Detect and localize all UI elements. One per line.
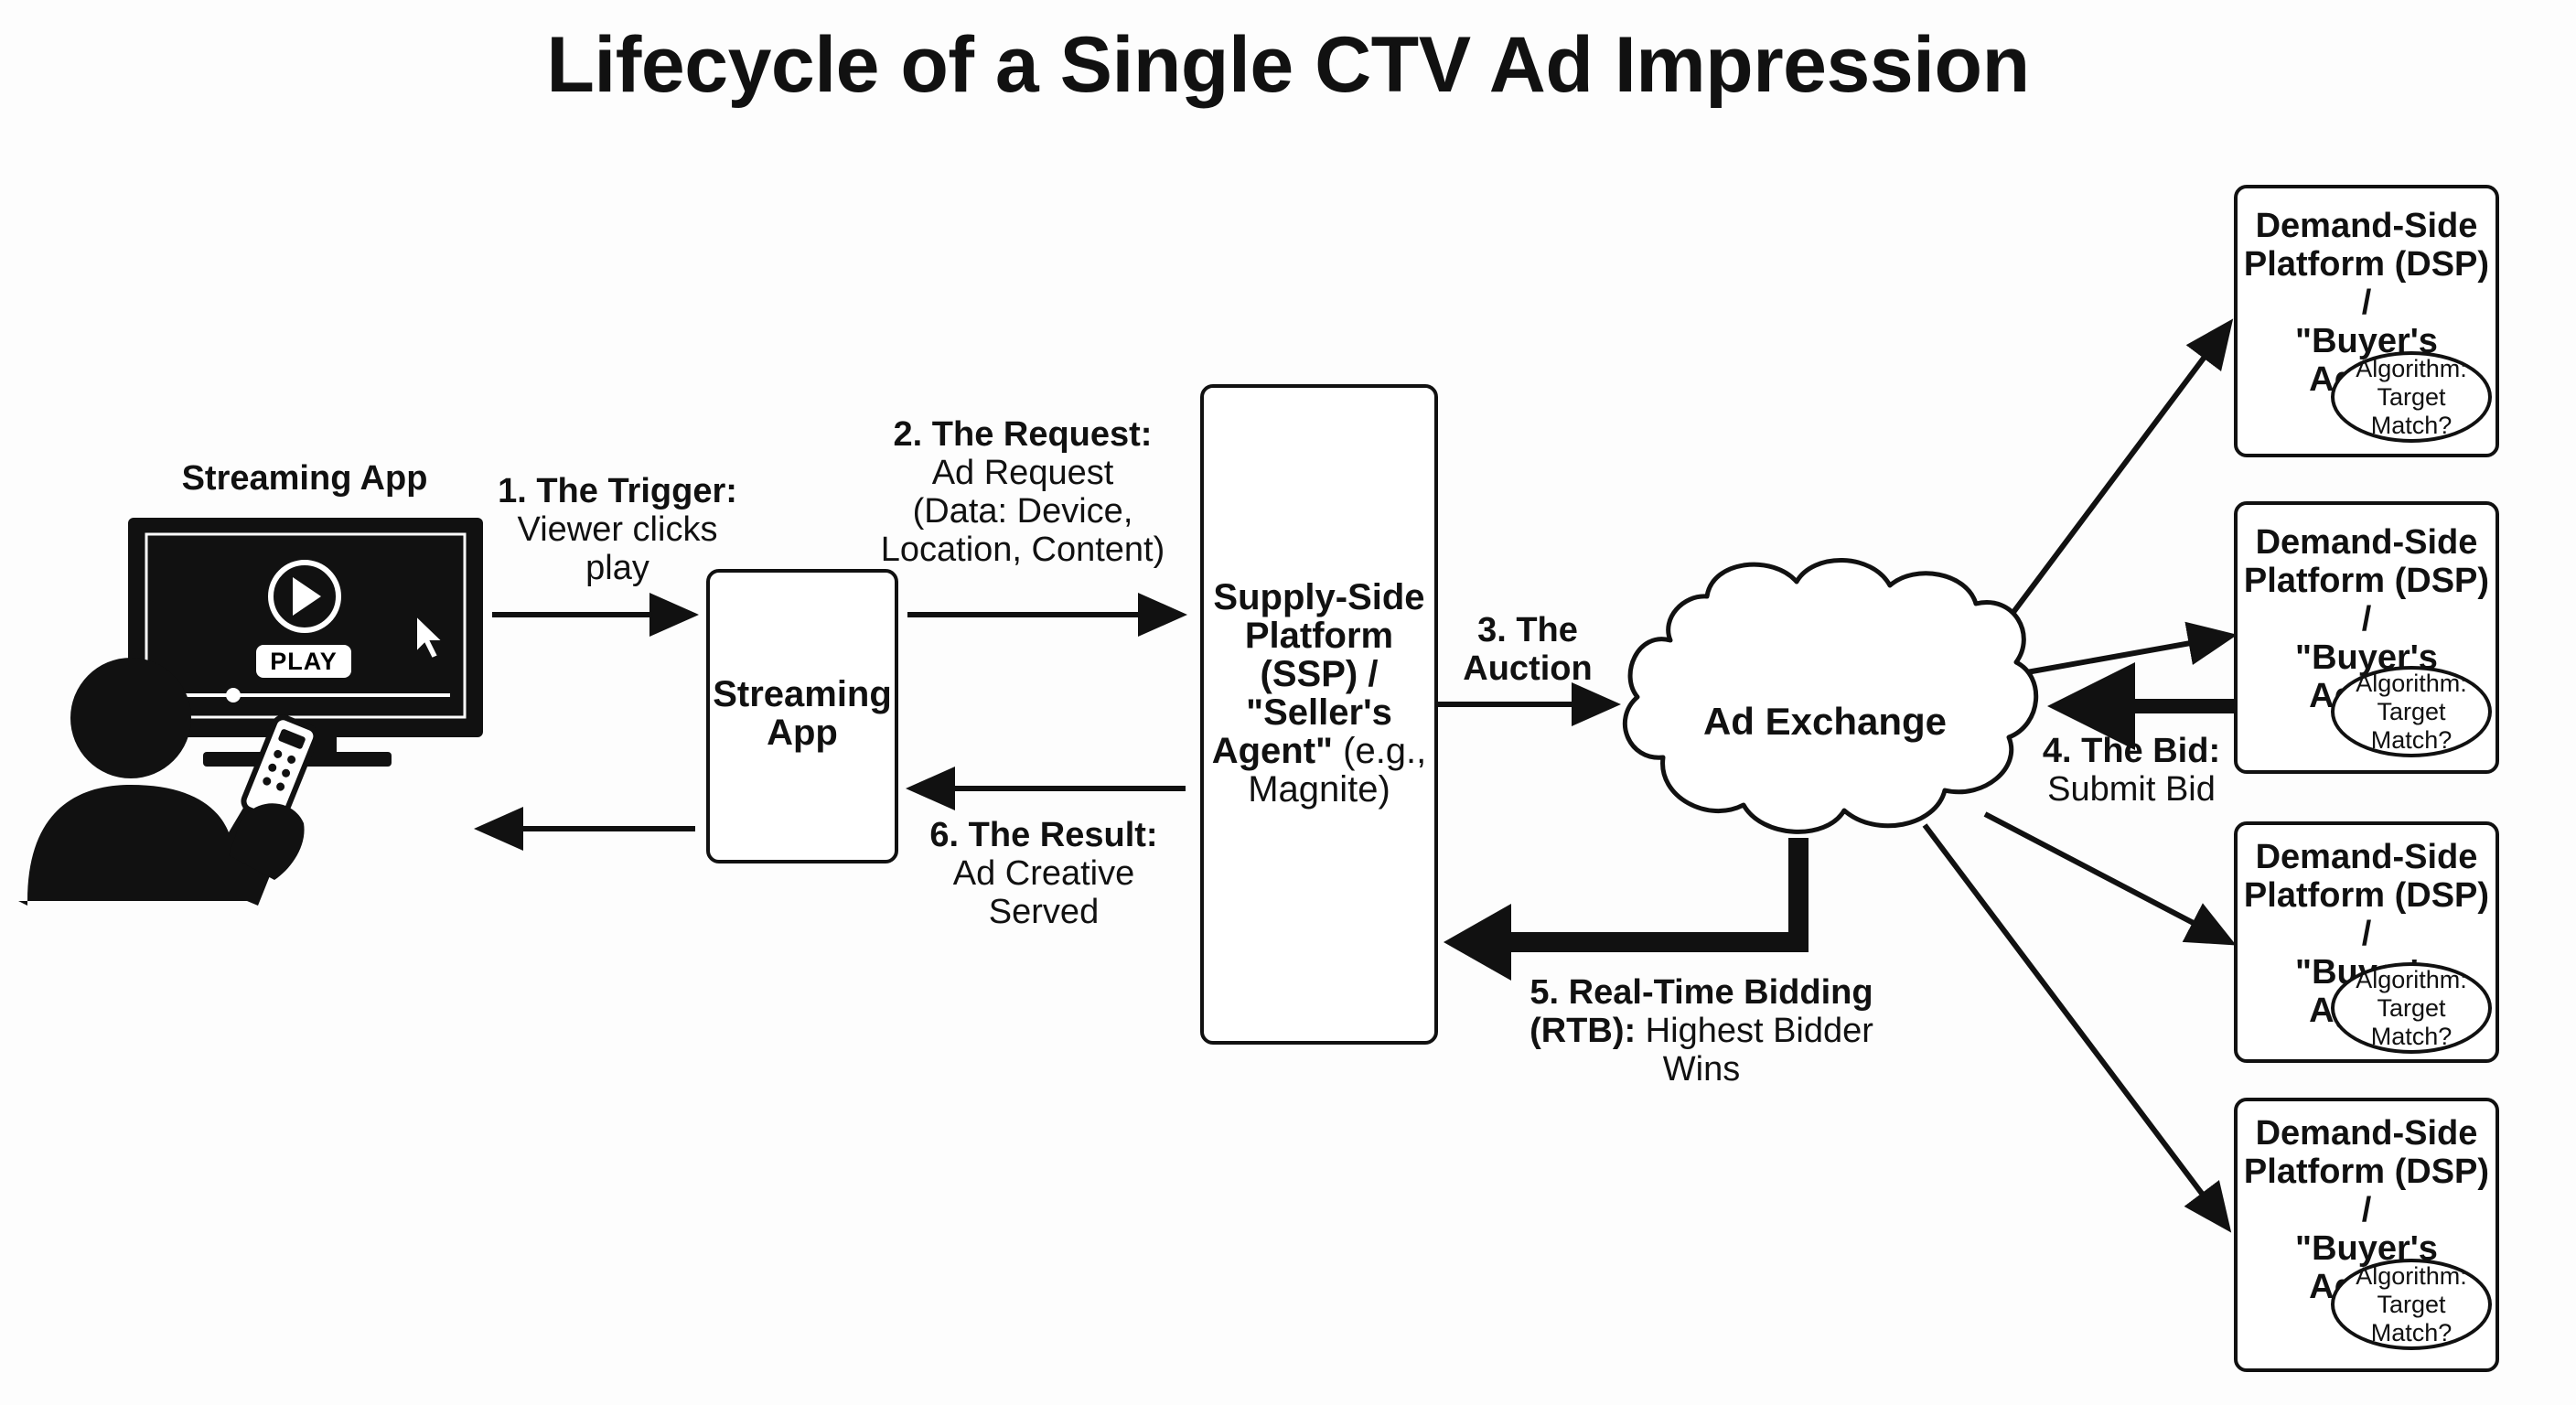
- ssp-line5-bold: Agent": [1211, 731, 1334, 771]
- ssp-line4: "Seller's: [1246, 692, 1392, 733]
- dsp-box-3: Demand-Side Platform (DSP) / "Buyer's Ag…: [2234, 821, 2499, 1063]
- dsp-3-algo-line1: Algorithm:: [2356, 965, 2467, 993]
- step-rtb-line2: Wins: [1662, 1050, 1741, 1089]
- step-bid-label: 4. The Bid: Submit Bid: [2027, 732, 2236, 809]
- arrow-exchange-dsp-4: [1922, 823, 2232, 1233]
- step-request-line1: Ad Request: [931, 454, 1114, 492]
- ad-exchange-cloud: [1622, 558, 2039, 834]
- remote-icon: [241, 714, 319, 823]
- step-auction-line2: Auction: [1463, 649, 1593, 688]
- step-request-label: 2. The Request: Ad Request (Data: Device…: [862, 415, 1184, 569]
- ssp-line6: Magnite): [1248, 769, 1390, 810]
- dsp-box-1: Demand-Side Platform (DSP) / "Buyer's Ag…: [2234, 185, 2499, 457]
- tv-label: Streaming App: [181, 459, 428, 498]
- step-result-line1: Ad Creative: [952, 854, 1135, 893]
- dsp-3-line2: Platform (DSP) /: [2243, 876, 2490, 953]
- step-request-line2: (Data: Device,: [912, 492, 1133, 531]
- step-trigger-line1: Viewer clicks: [517, 510, 718, 549]
- step-request-heading: 2. The Request:: [893, 415, 1153, 454]
- step-rtb-heading: 5. Real-Time Bidding: [1530, 973, 1873, 1012]
- arrow-exchange-dsp-2: [2021, 621, 2238, 676]
- ssp-line5-rest: (e.g.,: [1333, 731, 1427, 771]
- dsp-1-algo-line1: Algorithm:: [2356, 354, 2467, 382]
- step-trigger-line2: play: [585, 549, 649, 587]
- step-auction-label: 3. The Auction: [1445, 611, 1610, 688]
- step-result-line2: Served: [988, 893, 1100, 931]
- step-request-line3: Location, Content): [880, 531, 1165, 569]
- dsp-3-algorithm-ellipse: Algorithm:Target Match?: [2331, 962, 2492, 1054]
- step-bid-heading: 4. The Bid:: [2042, 732, 2221, 770]
- step-auction-line1: 3. The: [1477, 611, 1578, 649]
- dsp-box-2: Demand-Side Platform (DSP) / "Buyer's Ag…: [2234, 501, 2499, 774]
- step-rtb-line1: (RTB): Highest Bidder: [1509, 1012, 1894, 1050]
- streaming-app-line1: Streaming: [713, 674, 892, 714]
- step-bid-line1: Submit Bid: [2047, 770, 2216, 809]
- dsp-3-algo-line2: Target Match?: [2370, 993, 2453, 1050]
- ssp-line1: Supply-Side: [1213, 577, 1425, 617]
- arrow-exchange-dsp-1: [1990, 318, 2234, 642]
- dsp-2-algo-line1: Algorithm:: [2356, 669, 2467, 697]
- ssp-line2: Platform: [1244, 616, 1394, 656]
- dsp-1-algo-line2: Target Match?: [2370, 382, 2453, 439]
- step-rtb-heading2: (RTB):: [1530, 1012, 1637, 1050]
- dsp-4-line2: Platform (DSP) /: [2243, 1153, 2490, 1229]
- play-badge: PLAY: [256, 645, 351, 678]
- page-title: Lifecycle of a Single CTV Ad Impression: [546, 21, 2030, 109]
- step-rtb-label: 5. Real-Time Bidding (RTB): Highest Bidd…: [1509, 973, 1894, 1089]
- dsp-box-4: Demand-Side Platform (DSP) / "Buyer's Ag…: [2234, 1098, 2499, 1372]
- ssp-line5: Agent" (e.g.,: [1204, 732, 1434, 770]
- ssp-box: Supply-Side Platform (SSP) / "Seller's A…: [1200, 384, 1438, 1045]
- dsp-3-line1: Demand-Side: [2255, 838, 2478, 876]
- dsp-4-line1: Demand-Side: [2255, 1114, 2478, 1153]
- dsp-2-algo-line2: Target Match?: [2370, 697, 2453, 754]
- ad-exchange-label: Ad Exchange: [1702, 700, 1948, 743]
- step-rtb-line1-text: Highest Bidder: [1636, 1012, 1873, 1050]
- dsp-4-algo-line1: Algorithm:: [2356, 1261, 2467, 1290]
- dsp-2-algorithm-ellipse: Algorithm:Target Match?: [2331, 666, 2492, 757]
- dsp-2-line2: Platform (DSP) /: [2243, 562, 2490, 638]
- tv-icon: [128, 518, 483, 767]
- dsp-2-line1: Demand-Side: [2255, 523, 2478, 562]
- dsp-1-line1: Demand-Side: [2255, 207, 2478, 245]
- step-result-heading: 6. The Result:: [929, 816, 1158, 854]
- dsp-1-algorithm-ellipse: Algorithm:Target Match?: [2331, 351, 2492, 443]
- viewer-hand: [229, 803, 305, 880]
- step-trigger-label: 1. The Trigger: Viewer clicks play: [462, 472, 773, 587]
- arrow-exchange-dsp-3: [1983, 811, 2237, 946]
- cursor-icon: [415, 613, 445, 660]
- streaming-app-box: Streaming App: [706, 569, 898, 863]
- streaming-app-line2: App: [767, 713, 838, 753]
- step-result-label: 6. The Result: Ad Creative Served: [884, 816, 1204, 931]
- dsp-1-line2: Platform (DSP) /: [2243, 245, 2490, 322]
- step-trigger-heading: 1. The Trigger:: [498, 472, 737, 510]
- viewer-person-icon: [18, 658, 295, 906]
- dsp-4-algorithm-ellipse: Algorithm:Target Match?: [2331, 1259, 2492, 1350]
- dsp-4-algo-line2: Target Match?: [2370, 1290, 2453, 1346]
- arrow-rtb: [1500, 838, 1809, 952]
- ssp-line3: (SSP) /: [1260, 654, 1379, 694]
- play-button-icon: [268, 560, 341, 633]
